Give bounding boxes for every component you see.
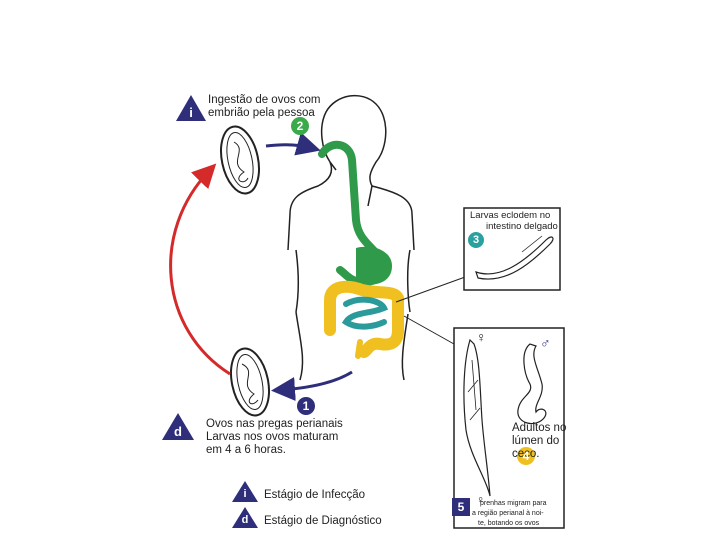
- larva-drawing: [475, 236, 554, 280]
- stomach: [356, 246, 392, 285]
- step-3-number: 3: [472, 234, 480, 246]
- larvae-label-line1: Larvas eclodem no: [470, 210, 551, 221]
- embryonated-egg-top: [220, 125, 260, 195]
- arrow-egg-to-mouth: [265, 132, 321, 156]
- egg-perianal: [230, 347, 270, 417]
- step-2-circle: [291, 117, 309, 135]
- small-intestine: [341, 296, 389, 330]
- adults-label-line3: ceco.: [512, 448, 540, 460]
- females-label-line2: a região perianal à noi-: [472, 510, 544, 517]
- large-intestine: [324, 280, 404, 358]
- arrow-body-to-egg: [271, 370, 353, 401]
- adults-label-line2: lúmen do: [512, 435, 560, 447]
- step-3-circle: [468, 232, 484, 248]
- legend-diagnostic-triangle: [232, 507, 258, 528]
- legend-infection-triangle: [232, 481, 258, 502]
- step-4-circle: [517, 447, 535, 465]
- larvae-label-line2: intestino delgado: [486, 221, 558, 232]
- step-1-circle: [297, 397, 315, 415]
- infection-stage-letter: i: [189, 105, 193, 120]
- legend-infection-label: Estágio de Infecção: [264, 489, 366, 501]
- step-4-number: 4: [522, 449, 530, 463]
- step-5-number: 5: [457, 500, 465, 514]
- eggs-label-line3: em 4 a 6 horas.: [206, 444, 286, 456]
- ingestion-label-line1: Ingestão de ovos com: [208, 94, 321, 106]
- female-worm: [463, 338, 491, 497]
- diagnostic-stage-triangle: [162, 413, 194, 440]
- human-body-outline: [287, 94, 415, 381]
- legend-infection-letter: i: [243, 488, 247, 500]
- infection-stage-triangle: [176, 95, 206, 121]
- eggs-label-line1: Ovos nas pregas perianais: [206, 418, 343, 430]
- females-label-line3: te, botando os ovos: [478, 520, 540, 527]
- legend-diagnostic-label: Estágio de Diagnóstico: [264, 515, 382, 527]
- arrow-autoinfection: [169, 163, 231, 376]
- appendix: [355, 339, 363, 359]
- digestive-tract: [318, 141, 404, 359]
- female-symbol-step5: ♀: [476, 493, 485, 507]
- females-label-line1: prenhas migram para: [480, 500, 547, 507]
- male-symbol: ♂: [540, 335, 551, 351]
- diagnostic-stage-letter: d: [174, 424, 182, 439]
- female-symbol: ♀: [476, 329, 487, 345]
- ingestion-label-line2: embrião pela pessoa: [208, 107, 315, 119]
- legend-diagnostic-letter: d: [241, 514, 249, 526]
- adults-label-line1: Adultos no: [512, 422, 567, 434]
- step-2-number: 2: [296, 119, 304, 133]
- pointer-adults: [403, 315, 455, 345]
- step-5-box: [452, 498, 470, 516]
- step-1-number: 1: [302, 399, 310, 413]
- eggs-label-line2: Larvas nos ovos maturam: [206, 431, 339, 443]
- male-worm: [517, 343, 547, 425]
